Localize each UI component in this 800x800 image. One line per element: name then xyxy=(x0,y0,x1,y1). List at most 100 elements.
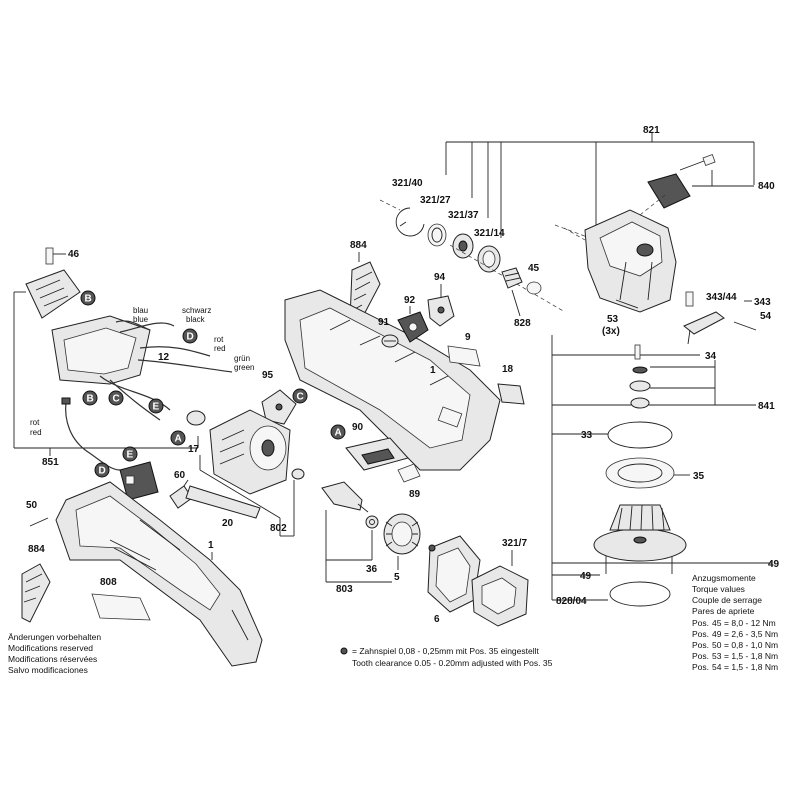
label-321-40: 321/40 xyxy=(392,178,423,189)
svg-text:E: E xyxy=(127,450,134,461)
label-808: 808 xyxy=(100,577,117,588)
label-828-04: 828/04 xyxy=(556,596,587,607)
label-60: 60 xyxy=(174,470,186,481)
torque-row: Pos. 45 = 8,0 - 12 Nm xyxy=(692,618,776,628)
callout-letter-b-top xyxy=(80,290,96,306)
label-sticker-9 xyxy=(447,345,481,367)
brush-holder-91-part xyxy=(381,334,399,348)
label-33: 33 xyxy=(581,430,593,441)
label-6: 6 xyxy=(434,614,440,625)
label-35: 35 xyxy=(693,471,705,482)
wire-label-black: black xyxy=(186,315,206,324)
connector-block-part xyxy=(119,461,159,501)
guard-6-part xyxy=(427,535,481,613)
callout-letter-b-mid xyxy=(82,390,98,406)
label-53: 53 xyxy=(607,314,619,325)
label-46: 46 xyxy=(68,249,80,260)
svg-text:53: 53 xyxy=(712,651,722,661)
label-34: 34 xyxy=(705,351,717,362)
svg-text:45: 45 xyxy=(712,618,722,628)
label-89: 89 xyxy=(409,489,421,500)
label-1-bottom: 1 xyxy=(208,540,214,551)
tooth-clearance-bullet xyxy=(340,647,348,655)
screw-50-part xyxy=(29,517,49,527)
label-18: 18 xyxy=(502,364,514,375)
label-884-top: 884 xyxy=(350,240,367,251)
callout-letter-d-top xyxy=(182,328,198,344)
svg-text:Änderungen vorbehalten: Änderungen vorbehalten xyxy=(8,632,101,642)
handle-housing-1-part xyxy=(55,481,263,667)
callout-letter-a-center xyxy=(330,424,346,440)
washer-36-part xyxy=(365,515,379,529)
torque-title-es: Pares de apriete xyxy=(692,606,755,616)
svg-text:B: B xyxy=(87,394,94,405)
bearing-841-top xyxy=(632,366,648,374)
label-91: 91 xyxy=(378,317,390,328)
wire-label-green: green xyxy=(234,363,254,372)
label-95: 95 xyxy=(262,370,274,381)
wire-label-red: red xyxy=(214,344,226,353)
label-821: 821 xyxy=(643,125,660,136)
label-803: 803 xyxy=(336,584,353,595)
svg-text:A: A xyxy=(335,428,342,439)
svg-text:Modifications reserved: Modifications reserved xyxy=(8,643,93,653)
lever-part xyxy=(683,311,725,345)
label-841: 841 xyxy=(758,401,775,412)
callout-letter-c-left xyxy=(108,390,124,406)
label-9: 9 xyxy=(465,332,471,343)
torque-row: Pos. 53 = 1,5 - 1,8 Nm xyxy=(692,651,778,661)
svg-text:= 0,8 - 1,0 Nm: = 0,8 - 1,0 Nm xyxy=(724,640,778,650)
shim-part xyxy=(605,457,675,489)
svg-text:C: C xyxy=(297,392,304,403)
label-884-bottom: 884 xyxy=(28,544,45,555)
svg-text:D: D xyxy=(187,332,194,343)
pinion-part xyxy=(501,267,523,289)
wire-label-gruen: grün xyxy=(234,354,250,363)
label-851: 851 xyxy=(42,457,59,468)
spindle-lock-part xyxy=(647,154,716,209)
svg-text:= 2,6 - 3,5 Nm: = 2,6 - 3,5 Nm xyxy=(724,629,778,639)
label-53-qty: (3x) xyxy=(602,326,620,337)
torque-title-de: Anzugsmomente xyxy=(692,573,756,583)
torque-row: Pos. 49 = 2,6 - 3,5 Nm xyxy=(692,629,778,639)
callout-letter-d-bottom xyxy=(94,462,110,478)
bearing-841-bottom xyxy=(630,397,650,409)
pin-part xyxy=(634,344,641,360)
wire-red-lead xyxy=(65,401,121,471)
label-321-7: 321/7 xyxy=(502,538,527,549)
motor-stator-17-part xyxy=(209,409,291,495)
wire-black xyxy=(119,322,175,333)
label-45: 45 xyxy=(528,263,540,274)
guard-321-7-part xyxy=(471,565,529,627)
motor-housing-part xyxy=(284,289,501,471)
tooth-clearance-note-de: = Zahnspiel 0,08 - 0,25mm mit Pos. 35 ei… xyxy=(352,646,539,656)
label-343: 343 xyxy=(754,297,771,308)
torque-row: Pos. 54 = 1,5 - 1,8 Nm xyxy=(692,662,778,672)
label-50: 50 xyxy=(26,500,38,511)
control-housing-part xyxy=(51,315,151,385)
svg-text:= 8,0 - 12 Nm: = 8,0 - 12 Nm xyxy=(724,618,776,628)
o-ring-828-04-part xyxy=(609,581,671,607)
svg-text:Pos.: Pos. xyxy=(692,640,709,650)
label-49-left: 49 xyxy=(580,571,592,582)
wire-label-blau: blau xyxy=(133,306,148,315)
bullet-dot xyxy=(428,544,436,552)
switch-92-part xyxy=(397,311,429,343)
label-20: 20 xyxy=(222,518,234,529)
label-840: 840 xyxy=(758,181,775,192)
svg-text:C: C xyxy=(113,394,120,405)
type-plate-808 xyxy=(91,593,151,621)
svg-text:Salvo modificaciones: Salvo modificaciones xyxy=(8,665,88,675)
label-321-27: 321/27 xyxy=(420,195,451,206)
label-5: 5 xyxy=(394,572,400,583)
cap-95-part xyxy=(261,389,297,425)
label-343-44: 343/44 xyxy=(706,292,737,303)
svg-text:49: 49 xyxy=(712,629,722,639)
tooth-clearance-note-en: Tooth clearance 0.05 - 0.20mm adjusted w… xyxy=(352,658,553,668)
callout-letter-e-top xyxy=(148,398,164,414)
torque-row: Pos. 50 = 0,8 - 1,0 Nm xyxy=(692,640,778,650)
torque-title-en: Torque values xyxy=(692,584,745,594)
torque-values-table: Anzugsmomente Torque values Couple de se… xyxy=(692,573,778,672)
bearing-841-mid xyxy=(629,380,651,392)
